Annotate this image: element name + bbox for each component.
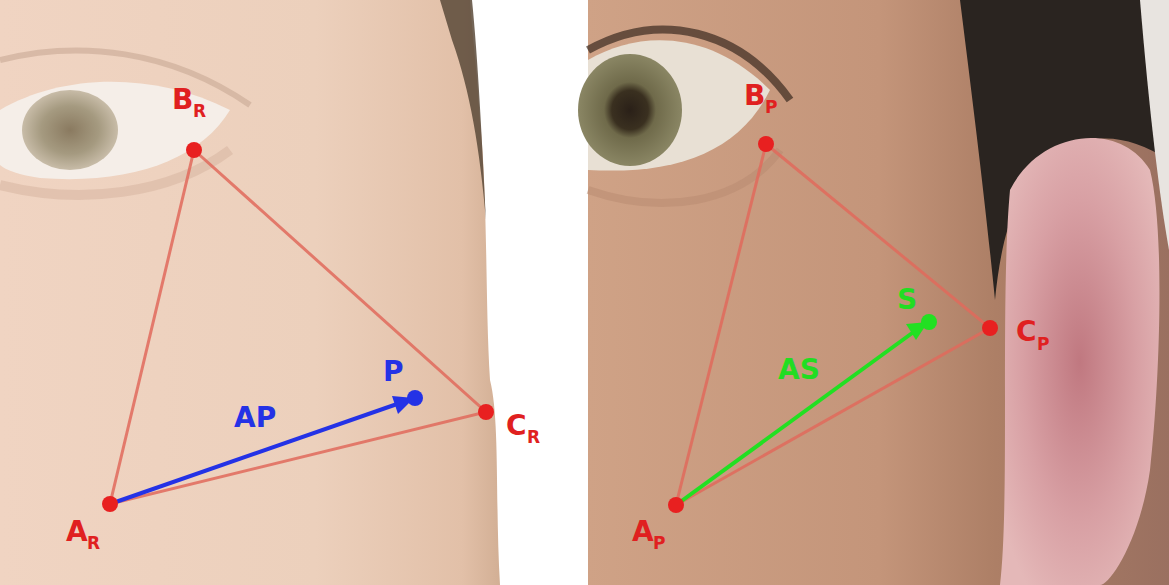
vector-arrow (110, 403, 400, 504)
triangle (110, 150, 486, 504)
point (478, 404, 494, 420)
point (921, 314, 937, 330)
point (186, 142, 202, 158)
subscript: R (87, 535, 100, 552)
subscript: P (765, 99, 777, 116)
point-label: P (383, 358, 404, 386)
point (982, 320, 998, 336)
vector-arrow (676, 331, 915, 505)
vector-label: AS (778, 356, 820, 384)
point-label: A (66, 518, 88, 546)
point (758, 136, 774, 152)
triangle (676, 144, 990, 505)
vector-label: AP (234, 404, 276, 432)
subscript: P (1037, 336, 1049, 353)
point-label: C (506, 412, 527, 440)
point (668, 497, 684, 513)
point-label: C (1016, 318, 1037, 346)
point-label: S (897, 286, 917, 314)
point-label: B (744, 82, 765, 110)
point (407, 390, 423, 406)
point (102, 496, 118, 512)
subscript: R (527, 429, 540, 446)
subscript: P (653, 535, 665, 552)
point-label: A (632, 518, 654, 546)
subscript: R (193, 103, 206, 120)
point-label: B (172, 86, 193, 114)
